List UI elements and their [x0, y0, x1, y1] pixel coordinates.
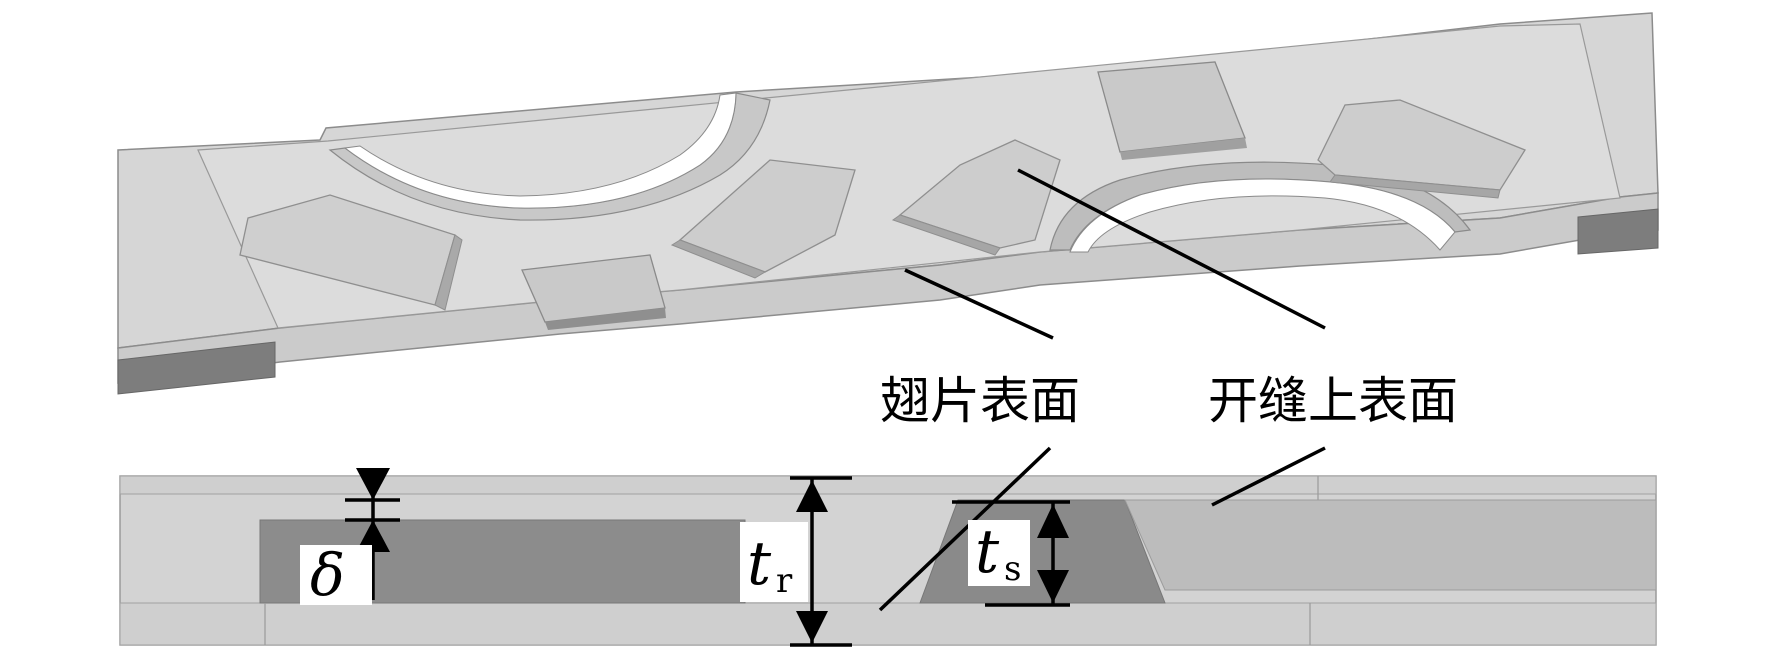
slit-block-2-shadow — [1120, 138, 1247, 160]
section-right-band — [1124, 499, 1657, 591]
slit-block-1-shadow — [545, 308, 666, 330]
ts-subscript: s — [1004, 549, 1021, 589]
section-bottom-strip — [119, 602, 1657, 646]
fin-end-cap-left — [117, 341, 276, 395]
section-top-strip — [119, 475, 1657, 495]
leader-slit-surface — [1017, 168, 1326, 330]
label-slit-upper-surface: 开缝上表面 — [1208, 372, 1458, 430]
label-fin-surface: 翅片表面 — [880, 372, 1080, 430]
section-slit-block — [919, 499, 1166, 604]
tr-subscript: r — [776, 561, 793, 601]
fin-raised-band — [197, 23, 1621, 329]
leader-section-slit — [1211, 446, 1326, 507]
leader-fin-surface — [904, 268, 1054, 340]
delta-label: δ — [310, 541, 345, 609]
dimension-tr: t r — [740, 476, 852, 647]
right-cutout-hole — [1069, 178, 1456, 253]
louver-4-edge — [1329, 174, 1501, 199]
left-cutout-hole — [343, 92, 737, 209]
louver-3-edge — [891, 214, 1001, 256]
louver-2-edge — [670, 239, 767, 279]
dimension-delta: δ — [300, 468, 400, 609]
fin-end-cap-right — [1577, 208, 1659, 255]
fin-3d-view — [117, 12, 1659, 395]
louver-1-edge — [434, 234, 463, 311]
tr-label: t — [747, 529, 772, 599]
fin-section-view — [119, 475, 1657, 646]
dimension-ts: t s — [952, 500, 1070, 607]
ts-label: t — [975, 517, 1000, 587]
leader-section-fin — [878, 446, 1052, 612]
